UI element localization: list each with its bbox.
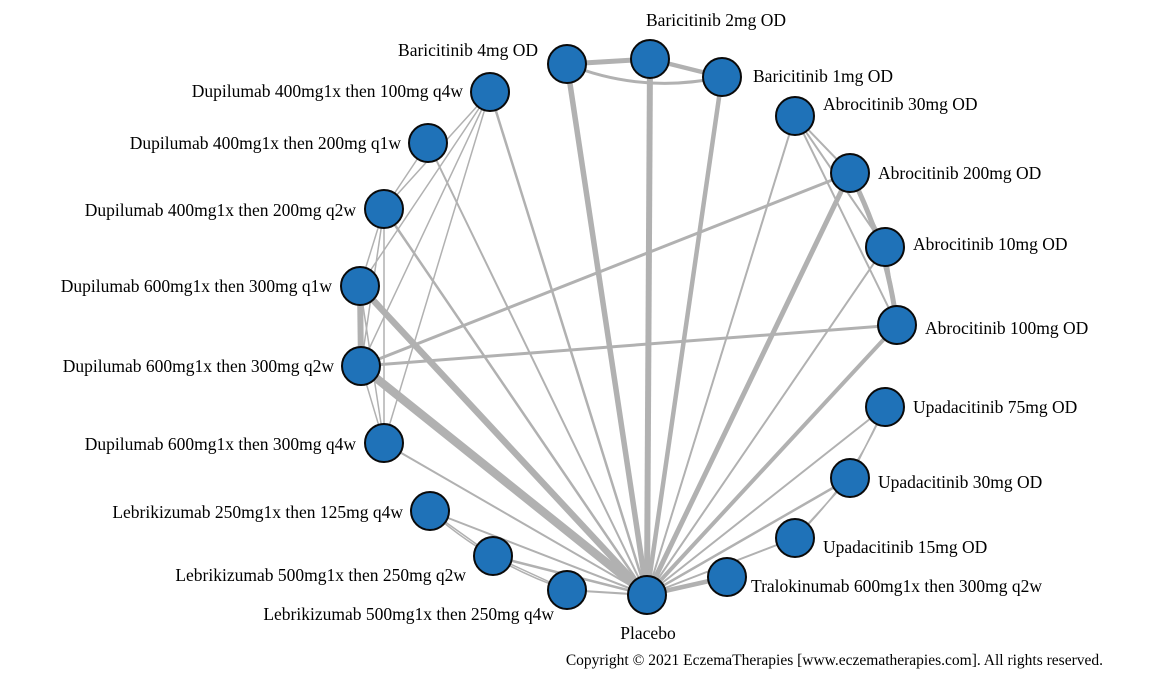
edge-upa75-placebo <box>646 406 886 596</box>
node-lebri125q4w <box>410 491 450 531</box>
edge-lebri125q4w-placebo <box>429 510 648 596</box>
edge-abro30-abro100 <box>794 115 898 326</box>
node-label-abro100: Abrocitinib 100mg OD <box>925 318 1088 338</box>
node-dupi200q1w <box>408 123 448 163</box>
node-label-abro200: Abrocitinib 200mg OD <box>878 163 1041 183</box>
edge-bari2-placebo <box>644 58 653 596</box>
node-abro30 <box>775 96 815 136</box>
node-dupi300q1w <box>340 266 380 306</box>
labels-layer: Baricitinib 2mg OD Baricitinib 4mg OD Bari… <box>61 10 1089 643</box>
node-label-dupi300q2w: Dupilumab 600mg1x then 300mg q2w <box>63 356 335 376</box>
node-abro100 <box>877 305 917 345</box>
node-label-dupi300q1w: Dupilumab 600mg1x then 300mg q1w <box>61 276 333 296</box>
edge-dupi300q2w-placebo <box>358 362 650 599</box>
edge-dupi300q1w-placebo <box>357 283 650 598</box>
edge-dupi200q2w-placebo <box>382 208 649 596</box>
node-label-lebri250q4w: Lebrikizumab 500mg1x then 250mg q4w <box>263 604 554 624</box>
nodes-layer <box>340 39 917 615</box>
node-dupi200q2w <box>364 189 404 229</box>
node-label-dupi300q4w: Dupilumab 600mg1x then 300mg q4w <box>85 434 357 454</box>
edge-dupi200q1w-placebo <box>427 142 648 596</box>
node-upa15 <box>775 518 815 558</box>
node-dupi300q4w <box>364 423 404 463</box>
node-placebo <box>627 575 667 615</box>
node-bari1 <box>702 57 742 97</box>
edge-abro10-placebo <box>646 246 886 596</box>
node-label-bari2: Baricitinib 2mg OD <box>646 10 786 30</box>
node-label-lebri125q4w: Lebrikizumab 250mg1x then 125mg q4w <box>112 502 403 522</box>
edge-dupi100q4w-dupi300q4w <box>383 91 491 444</box>
node-abro10 <box>865 227 905 267</box>
node-label-abro30: Abrocitinib 30mg OD <box>823 94 978 114</box>
node-label-upa30: Upadacitinib 30mg OD <box>878 472 1042 492</box>
edge-abro100-placebo <box>645 323 899 597</box>
node-label-tralo: Tralokinumab 600mg1x then 300mg q2w <box>751 576 1042 596</box>
edge-abro30-placebo <box>646 115 796 596</box>
edge-abro200-placebo <box>644 171 853 597</box>
node-label-dupi200q1w: Dupilumab 400mg1x then 200mg q1w <box>130 133 402 153</box>
node-lebri250q4w <box>547 570 587 610</box>
node-label-bari4: Baricitinib 4mg OD <box>398 40 538 60</box>
edge-bari1-placebo <box>644 76 725 596</box>
edge-dupi100q4w-placebo <box>488 91 649 596</box>
edge-dupi300q2w-abro200 <box>360 171 851 368</box>
node-tralo <box>707 557 747 597</box>
node-upa75 <box>865 387 905 427</box>
node-label-lebri250q2w: Lebrikizumab 500mg1x then 250mg q2w <box>175 565 466 585</box>
edge-dupi300q2w-abro100 <box>360 323 898 368</box>
node-dupi300q2w <box>341 346 381 386</box>
node-label-upa75: Upadacitinib 75mg OD <box>913 397 1077 417</box>
node-dupi100q4w <box>470 72 510 112</box>
node-label-dupi200q2w: Dupilumab 400mg1x then 200mg q2w <box>85 200 357 220</box>
copyright-notice: Copyright © 2021 EczemaTherapies [www.ec… <box>566 652 1103 669</box>
edge-dupi300q4w-placebo <box>383 442 648 596</box>
node-upa30 <box>830 458 870 498</box>
edge-dupi100q4w-dupi300q1w <box>359 91 491 287</box>
node-label-abro10: Abrocitinib 10mg OD <box>913 234 1068 254</box>
node-abro200 <box>830 153 870 193</box>
node-bari4 <box>547 44 587 84</box>
node-label-placebo: Placebo <box>620 623 676 643</box>
edge-bari4-placebo <box>564 63 650 596</box>
node-label-dupi100q4w: Dupilumab 400mg1x then 100mg q4w <box>192 81 464 101</box>
node-bari2 <box>630 39 670 79</box>
node-label-bari1: Baricitinib 1mg OD <box>753 66 893 86</box>
edge-upa30-placebo <box>646 476 851 597</box>
node-label-upa15: Upadacitinib 15mg OD <box>823 537 987 557</box>
edge-dupi100q4w-dupi300q2w <box>360 91 491 367</box>
node-lebri250q2w <box>473 536 513 576</box>
